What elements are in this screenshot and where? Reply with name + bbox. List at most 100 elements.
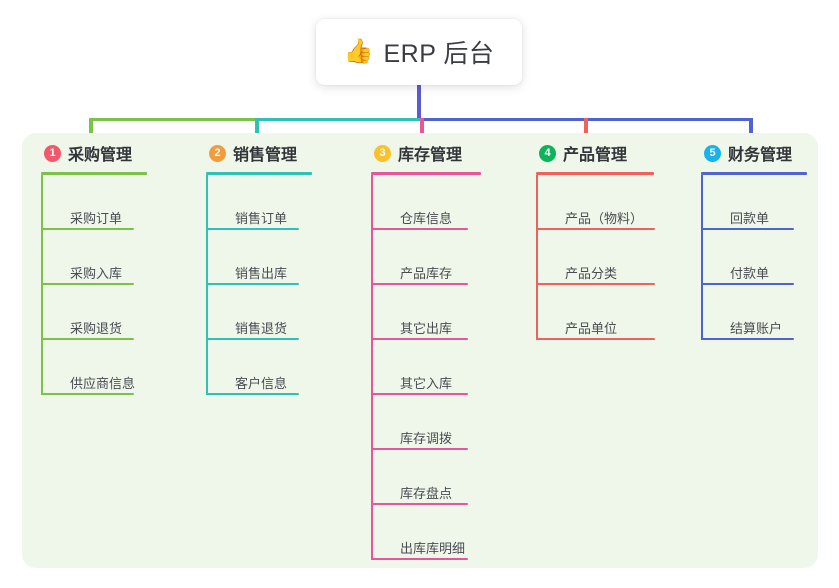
branch-column-3: 3 库存管理仓库信息产品库存其它出库其它入库库存调拨库存盘点出库库明细 [371,140,481,560]
branch-item-label: 库存调拨 [400,431,453,446]
branch-item-label: 销售出库 [235,266,288,281]
branch-items: 仓库信息产品库存其它出库其它入库库存调拨库存盘点出库库明细 [371,175,481,560]
branch-item-label: 付款单 [730,266,770,281]
branch-item[interactable]: 采购订单 [41,175,147,230]
connector-bus-segment-1 [89,118,257,121]
branch-item-label: 采购退货 [70,321,123,336]
branch-underline [371,172,481,175]
branch-item[interactable]: 出库库明细 [371,505,481,560]
branch-item-underline [207,283,299,285]
root-node[interactable]: 👍 ERP 后台 [316,19,522,85]
branch-item[interactable]: 产品单位 [536,285,655,340]
branch-item[interactable]: 付款单 [701,230,807,285]
branch-spine [371,175,373,560]
branch-title: 采购管理 [68,147,133,164]
branch-title: 库存管理 [398,147,463,164]
branch-item-underline [372,228,468,230]
branch-spine [701,175,703,340]
branch-item[interactable]: 库存盘点 [371,450,481,505]
branch-item-underline [207,393,299,395]
branch-item[interactable]: 其它出库 [371,285,481,340]
branch-item[interactable]: 库存调拨 [371,395,481,450]
branch-item[interactable]: 产品分类 [536,230,655,285]
connector-drop-3 [420,118,424,142]
branch-items: 采购订单采购入库采购退货供应商信息 [41,175,147,395]
branch-items: 产品（物料） 产品分类产品单位 [536,175,655,340]
thumbs-up-emoji: 👍 [343,38,374,65]
branch-item-underline [537,338,655,340]
branch-items: 回款单付款单结算账户 [701,175,807,340]
branch-item-label: 采购订单 [70,211,123,226]
branch-item[interactable]: 产品库存 [371,230,481,285]
branch-item-underline [42,338,134,340]
branch-item[interactable]: 采购退货 [41,285,147,340]
branch-underline [206,172,312,175]
branch-item-underline [207,228,299,230]
branch-item[interactable]: 客户信息 [206,340,312,395]
branch-spine [206,175,208,395]
branch-item-underline [372,558,468,560]
root-stem [417,85,421,121]
branch-number-badge: 2 [209,144,226,162]
branch-item-underline [702,338,794,340]
branch-item-label: 销售退货 [235,321,288,336]
branch-item-label: 回款单 [730,211,770,226]
connector-drop-1 [89,118,93,142]
branch-item-underline [537,283,655,285]
branch-header-1[interactable]: 1 采购管理 [41,140,147,166]
branch-items: 销售订单销售出库销售退货客户信息 [206,175,312,395]
branch-item-underline [372,393,468,395]
branch-item[interactable]: 仓库信息 [371,175,481,230]
branch-item-underline [42,228,134,230]
connector-drop-2 [255,118,259,142]
branch-item-label: 产品分类 [565,266,618,281]
branch-item[interactable]: 结算账户 [701,285,807,340]
branch-item-underline [42,283,134,285]
branch-number-badge: 4 [539,144,556,162]
branch-item-underline [702,228,794,230]
branch-underline [701,172,807,175]
branch-item-underline [372,338,468,340]
branch-item-label: 仓库信息 [400,211,453,226]
branch-item-underline [207,338,299,340]
branch-number-badge: 3 [374,144,391,162]
branch-item[interactable]: 其它入库 [371,340,481,395]
branch-underline [536,172,654,175]
branch-item-label: 销售订单 [235,211,288,226]
branch-item-underline [372,448,468,450]
branch-item-underline [702,283,794,285]
branch-spine [41,175,43,395]
connector-drop-5 [749,118,753,142]
branch-underline [41,172,147,175]
branch-spine [536,175,538,340]
branch-number-badge: 1 [44,144,61,162]
branch-item[interactable]: 回款单 [701,175,807,230]
branch-column-2: 2 销售管理销售订单销售出库销售退货客户信息 [206,140,312,395]
branch-item[interactable]: 销售订单 [206,175,312,230]
branch-item[interactable]: 供应商信息 [41,340,147,395]
branch-item-label: 采购入库 [70,266,123,281]
branch-item-label: 库存盘点 [400,486,453,501]
connector-drop-4 [584,118,588,142]
branch-column-1: 1 采购管理采购订单采购入库采购退货供应商信息 [41,140,147,395]
branch-item[interactable]: 产品（物料） [536,175,655,230]
root-title: ERP 后台 [383,40,495,68]
branch-item-label: 客户信息 [235,376,288,391]
branch-title: 销售管理 [233,147,298,164]
branch-item-underline [372,283,468,285]
branch-item-underline [372,503,468,505]
branch-header-3[interactable]: 3 库存管理 [371,140,481,166]
branch-item[interactable]: 采购入库 [41,230,147,285]
branch-item[interactable]: 销售退货 [206,285,312,340]
branch-item-label: 产品库存 [400,266,453,281]
branch-title: 财务管理 [728,147,793,164]
branch-item-label: 其它入库 [400,376,453,391]
branch-header-2[interactable]: 2 销售管理 [206,140,312,166]
branch-item[interactable]: 销售出库 [206,230,312,285]
branch-item-label: 结算账户 [730,321,783,336]
